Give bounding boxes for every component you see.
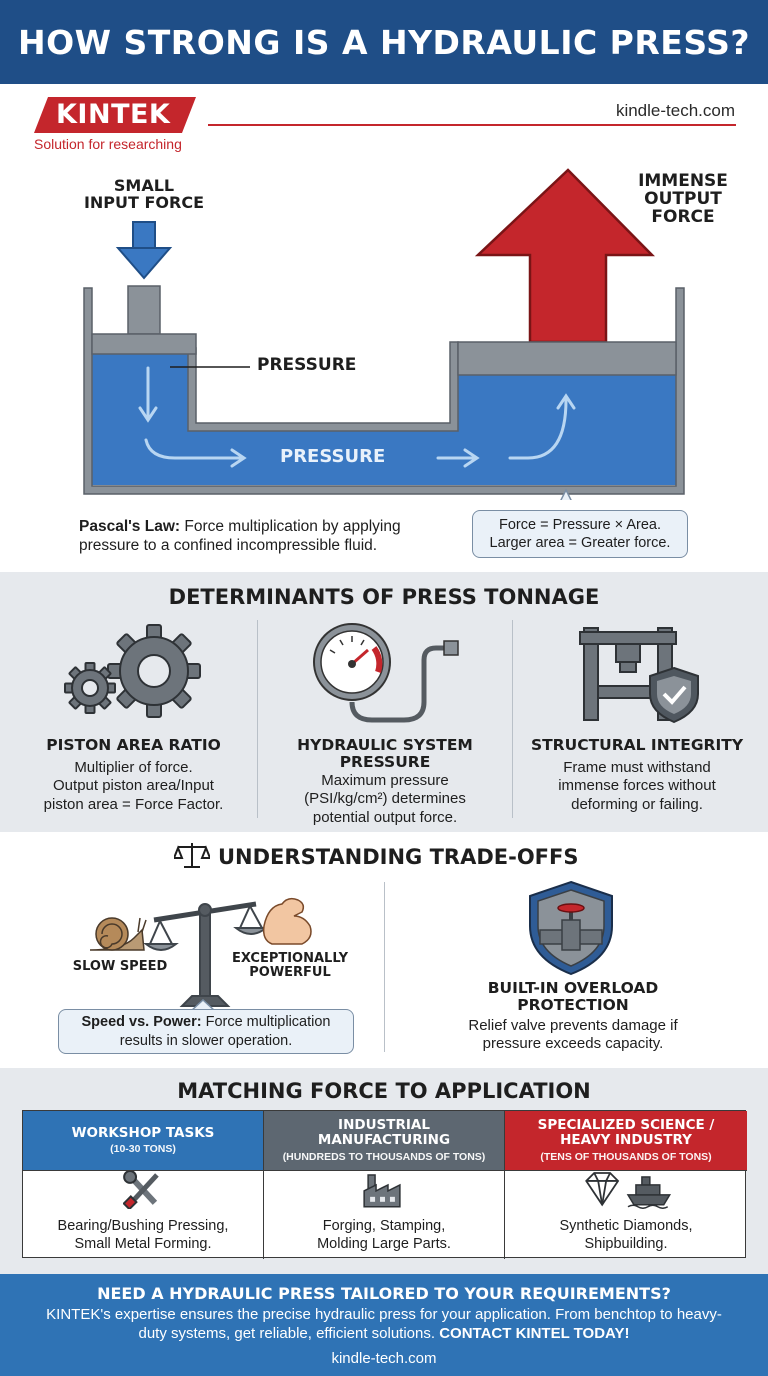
large-piston <box>457 341 677 376</box>
press-frame-shield-icon <box>579 627 699 724</box>
kintek-logo: KINTEK <box>56 99 171 130</box>
hydraulic-press-diagram <box>83 168 685 500</box>
call-to-action-banner <box>0 1274 768 1376</box>
input-force-arrow-icon <box>115 221 173 280</box>
ship-icon <box>626 1176 672 1209</box>
specialized-heavy-industry-header: SPECIALIZED SCIENCE /HEAVY INDUSTRY (TEN… <box>505 1111 747 1171</box>
hydraulic-fluid <box>92 352 676 485</box>
workshop-tasks-cell: Bearing/Bushing Pressing, Small Metal Fo… <box>23 1171 264 1259</box>
speed-power-balance-icon <box>89 897 312 1007</box>
specialized-heavy-industry-cell: Synthetic Diamonds, Shipbuilding. <box>505 1171 747 1259</box>
callout-pointer <box>190 999 216 1011</box>
snail-icon <box>89 917 147 951</box>
brand-tagline: Solution for researching <box>34 136 182 152</box>
industrial-manufacturing-cell: Forging, Stamping, Molding Large Parts. <box>264 1171 505 1259</box>
tradeoffs-title: UNDERSTANDING TRADE-OFFS <box>218 845 579 869</box>
pressure-label: PRESSURE <box>257 355 357 375</box>
matching-title: MATCHING FORCE TO APPLICATION <box>177 1079 591 1103</box>
speed-vs-power-callout: Speed vs. Power: Force multiplication re… <box>58 1009 354 1054</box>
kintek-logo-background <box>34 97 196 133</box>
page-title: HOW STRONG IS A HYDRAULIC PRESS? <box>17 22 751 62</box>
cta-body: KINTEK's expertise ensures the precise h… <box>46 1306 722 1342</box>
workshop-tasks-header: WORKSHOP TASKS (10-30 TONS) <box>23 1111 264 1171</box>
column-divider <box>257 620 258 818</box>
contact-cta-link[interactable]: CONTACT KINTEL TODAY! <box>439 1324 630 1342</box>
small-piston <box>91 333 197 355</box>
formula-callout: Force = Pressure × Area. Larger area = G… <box>472 510 688 558</box>
column-divider <box>384 882 385 1052</box>
cta-title: NEED A HYDRAULIC PRESS TAILORED TO YOUR … <box>97 1284 671 1303</box>
structural-integrity-title: STRUCTURAL INTEGRITY <box>530 736 744 754</box>
page-header: HOW STRONG IS A HYDRAULIC PRESS? <box>0 0 768 84</box>
small-piston-rod <box>127 285 161 335</box>
flow-arrows-icon <box>138 366 576 468</box>
website-link[interactable]: kindle-tech.com <box>615 101 735 120</box>
balance-scale-icon <box>174 843 210 868</box>
relief-valve-shield-icon <box>529 880 613 976</box>
piston-area-ratio-desc: Multiplier of force.Output piston area/I… <box>43 759 224 813</box>
pascals-law-caption: Pascal's Law: Force multiplication by ap… <box>79 518 401 554</box>
column-divider <box>512 620 513 818</box>
piston-area-ratio-title: PISTON AREA RATIO <box>46 736 221 754</box>
vessel-divider <box>187 341 459 432</box>
diamond-icon <box>585 1172 620 1207</box>
flexed-arm-icon <box>262 897 312 945</box>
determinants-title: DETERMINANTS OF PRESS TONNAGE <box>168 585 600 609</box>
factory-icon <box>363 1174 401 1208</box>
cta-website-link[interactable]: kindle-tech.com <box>331 1350 437 1367</box>
wrench-screwdriver-icon <box>123 1171 159 1209</box>
pressure-gauge-icon <box>313 623 459 723</box>
pressure-flow-label: PRESSURE <box>280 446 386 467</box>
diamond-ship-icon <box>585 1172 672 1209</box>
slow-speed-label: SLOW SPEED <box>72 959 168 974</box>
gears-icon <box>64 624 201 718</box>
header-divider <box>208 124 736 126</box>
